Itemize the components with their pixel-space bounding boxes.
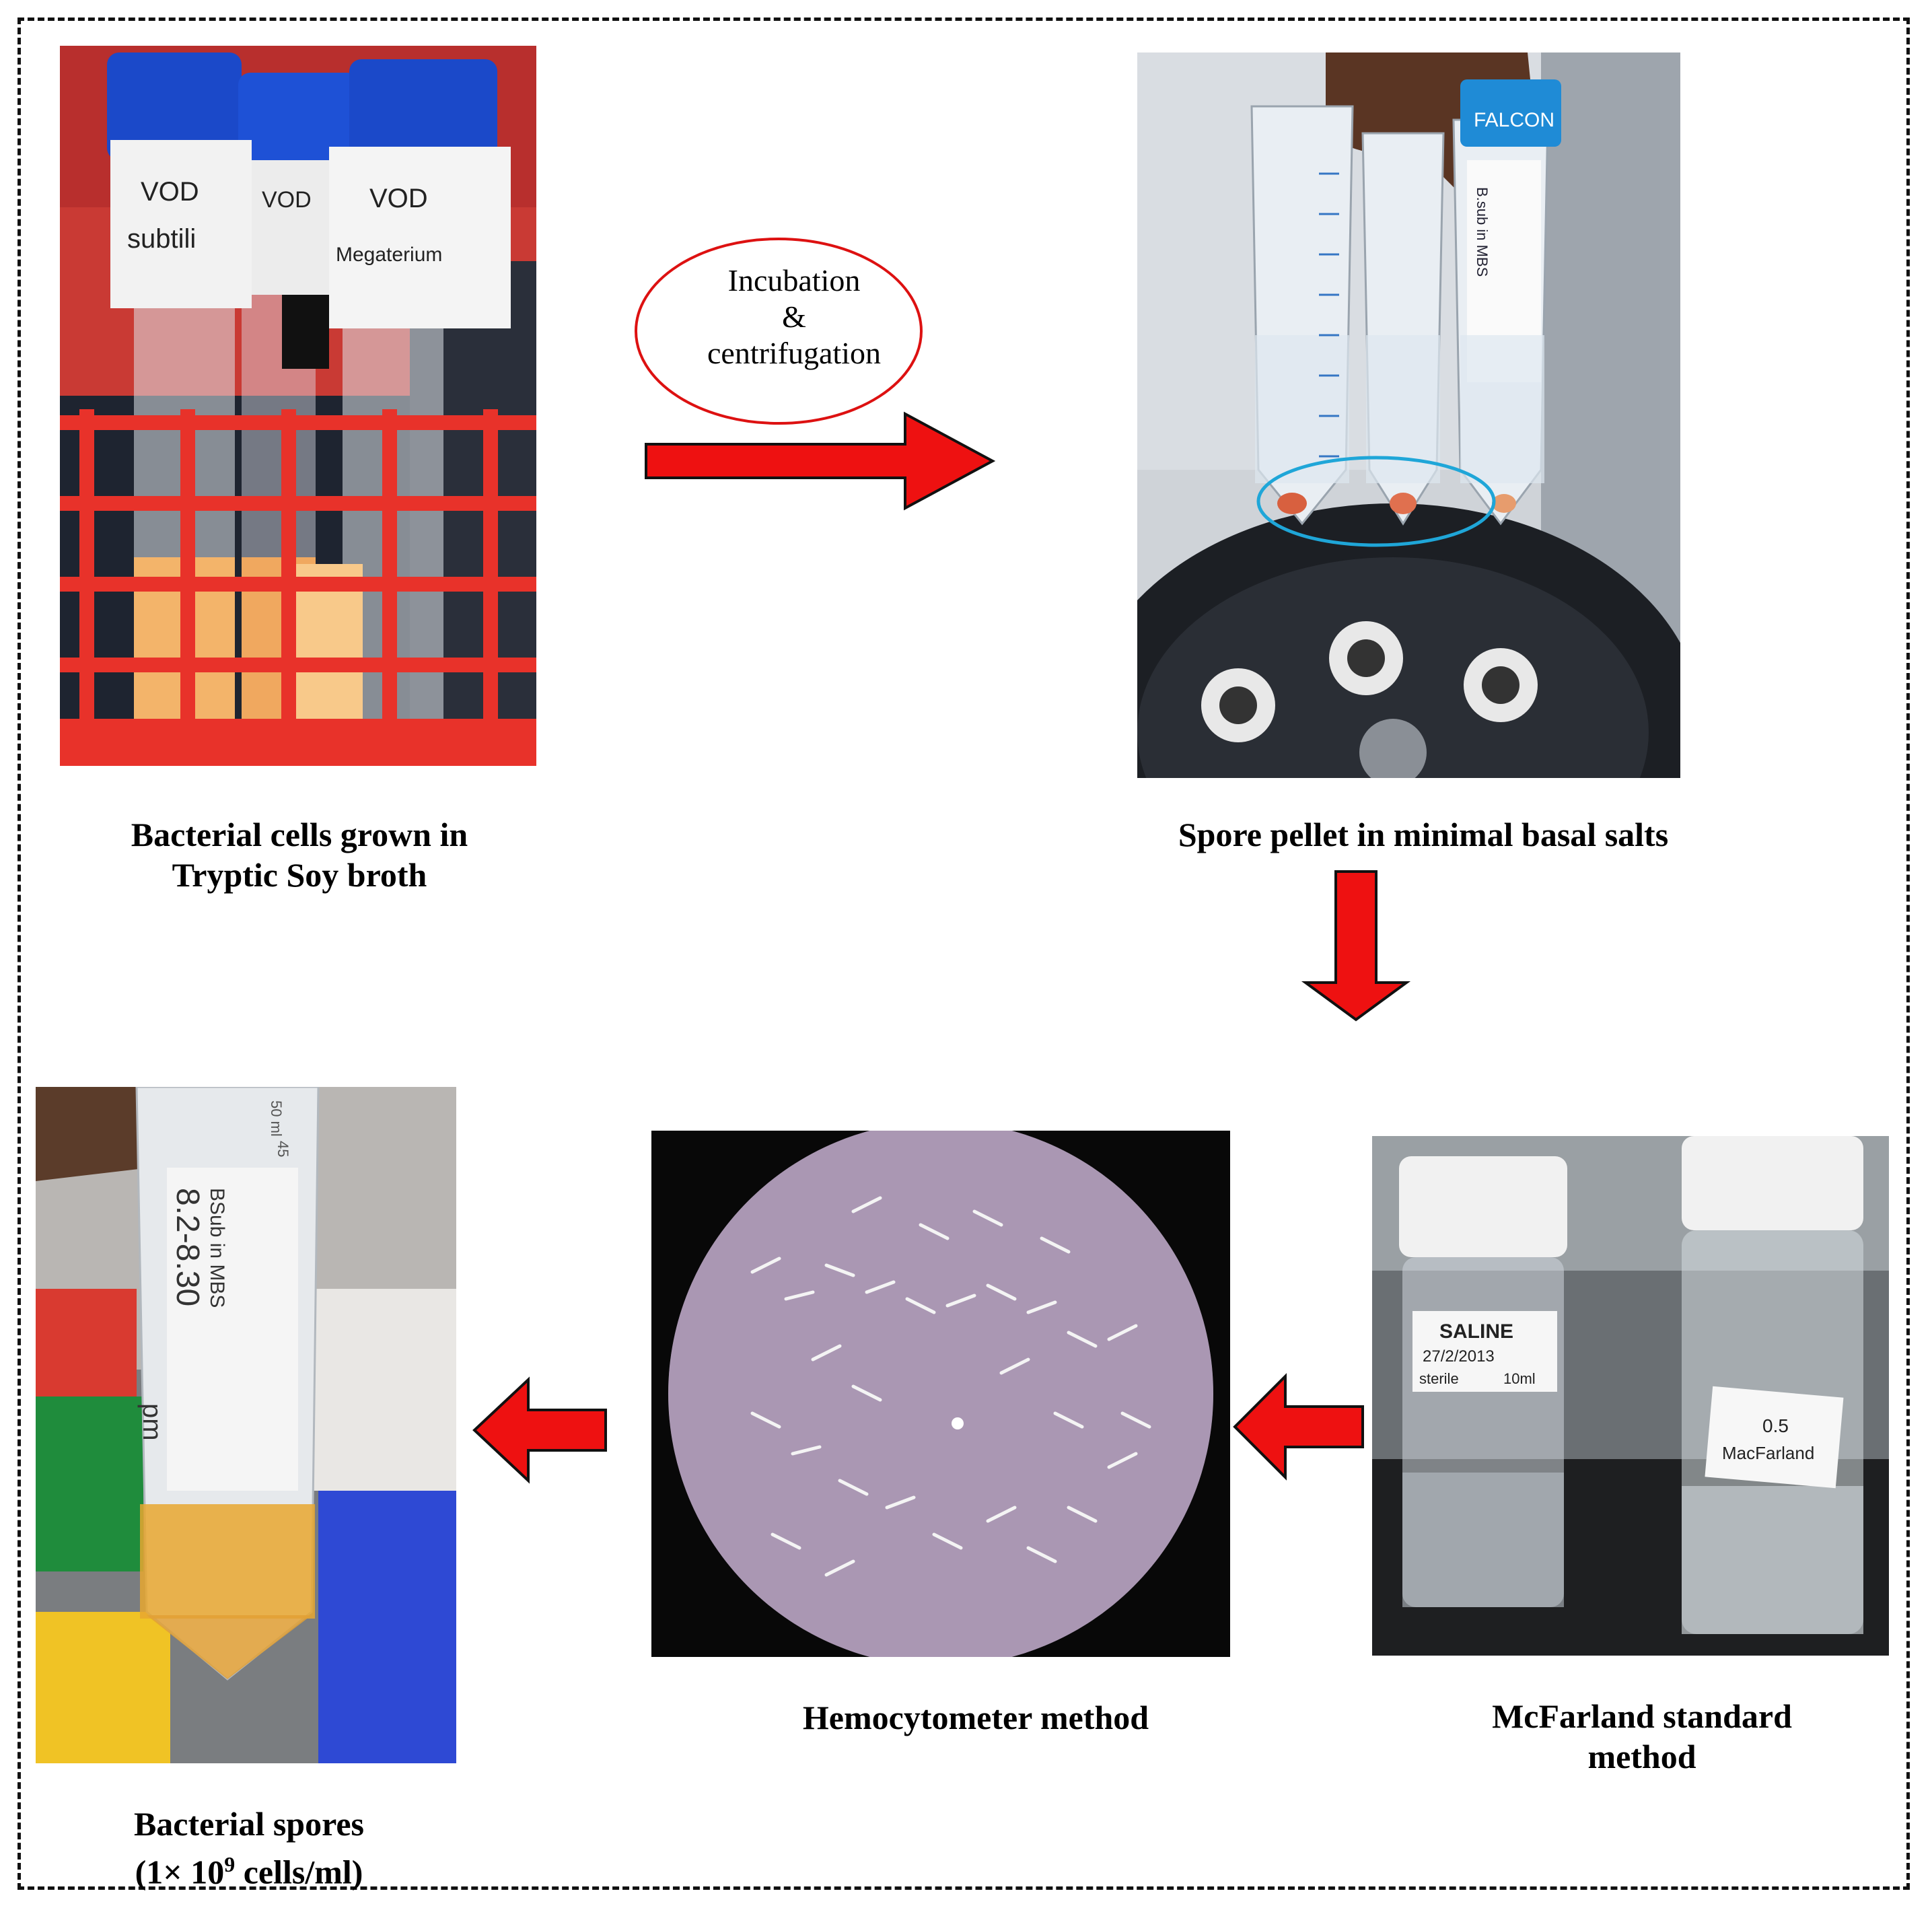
- tube1-label-line1: VOD: [141, 177, 199, 207]
- oval-line3: centrifugation: [707, 336, 881, 370]
- photo-bacterial-cells: VOD subtili VOD VOD Megaterium: [60, 46, 536, 766]
- spore-tube-label-line1: BSub in MBS: [206, 1188, 228, 1308]
- arrow-left-2: [472, 1376, 607, 1484]
- caption-mcfarland: McFarland standard method: [1427, 1696, 1857, 1777]
- saline-volume: 10ml: [1503, 1370, 1536, 1387]
- tube3-label-line2: Megaterium: [336, 244, 442, 266]
- graduation-45: 45: [275, 1141, 291, 1157]
- caption-spore-pellet: Spore pellet in minimal basal salts: [1178, 816, 1669, 853]
- caption-bacterial-cells-line2: Tryptic Soy broth: [172, 856, 427, 894]
- photo-bacterial-spores: BSub in MBS 8.2-8.30 pm 50 ml 45: [36, 1087, 456, 1763]
- graduation-50: 50 ml: [268, 1100, 285, 1137]
- caption-bacterial-cells-line1: Bacterial cells grown in: [131, 816, 468, 853]
- arrow-down: [1301, 870, 1411, 1022]
- oval-line2: &: [782, 299, 806, 334]
- falcon-label: B.sub in MBS: [1474, 187, 1491, 277]
- oval-line1: Incubation: [727, 263, 861, 297]
- caption-hemocytometer: Hemocytometer method: [802, 1699, 1149, 1736]
- tube2-label: VOD: [262, 187, 312, 213]
- falcon-brand: FALCON: [1474, 109, 1554, 131]
- tube3-label-line1: VOD: [369, 184, 428, 213]
- caption-bacterial-cells: Bacterial cells grown in Tryptic Soy bro…: [81, 814, 518, 895]
- saline-label: SALINE: [1439, 1320, 1513, 1343]
- incubation-oval-text: Incubation & centrifugation: [680, 262, 908, 372]
- caption-spores-line2-a: (1× 10: [135, 1853, 225, 1891]
- incubation-oval: [635, 238, 923, 425]
- macfarland-label: MacFarland: [1722, 1443, 1814, 1463]
- caption-spores-line2: (1× 109 cells/ml): [40, 1844, 458, 1893]
- caption-bacterial-spores: Bacterial spores (1× 109 cells/ml): [40, 1804, 458, 1893]
- photo-mcfarland: SALINE 27/2/2013 sterile 10ml 0.5 MacFar…: [1372, 1136, 1889, 1656]
- photo-spore-pellet: FALCON B.sub in MBS: [1137, 52, 1680, 778]
- caption-spores-exponent: 9: [224, 1852, 236, 1876]
- caption-spores-line1: Bacterial spores: [133, 1805, 365, 1843]
- macfarland-value: 0.5: [1762, 1415, 1789, 1436]
- photo-hemocytometer: [651, 1131, 1230, 1657]
- saline-date: 27/2/2013: [1423, 1347, 1495, 1366]
- dashed-border: [17, 17, 1910, 1890]
- saline-sterile: sterile: [1419, 1370, 1459, 1387]
- spore-tube-label-line2: 8.2-8.30: [170, 1188, 205, 1306]
- pellet-highlight-circle: [1256, 456, 1496, 547]
- caption-spores-line2-b: cells/ml): [235, 1853, 363, 1891]
- caption-mcfarland-line2: method: [1587, 1738, 1696, 1775]
- arrow-left-1: [1233, 1373, 1364, 1481]
- caption-mcfarland-line1: McFarland standard: [1492, 1697, 1792, 1735]
- arrow-right: [645, 411, 996, 511]
- spore-tube-label-line3: pm: [137, 1403, 167, 1441]
- tube1-label-line2: subtili: [127, 224, 196, 254]
